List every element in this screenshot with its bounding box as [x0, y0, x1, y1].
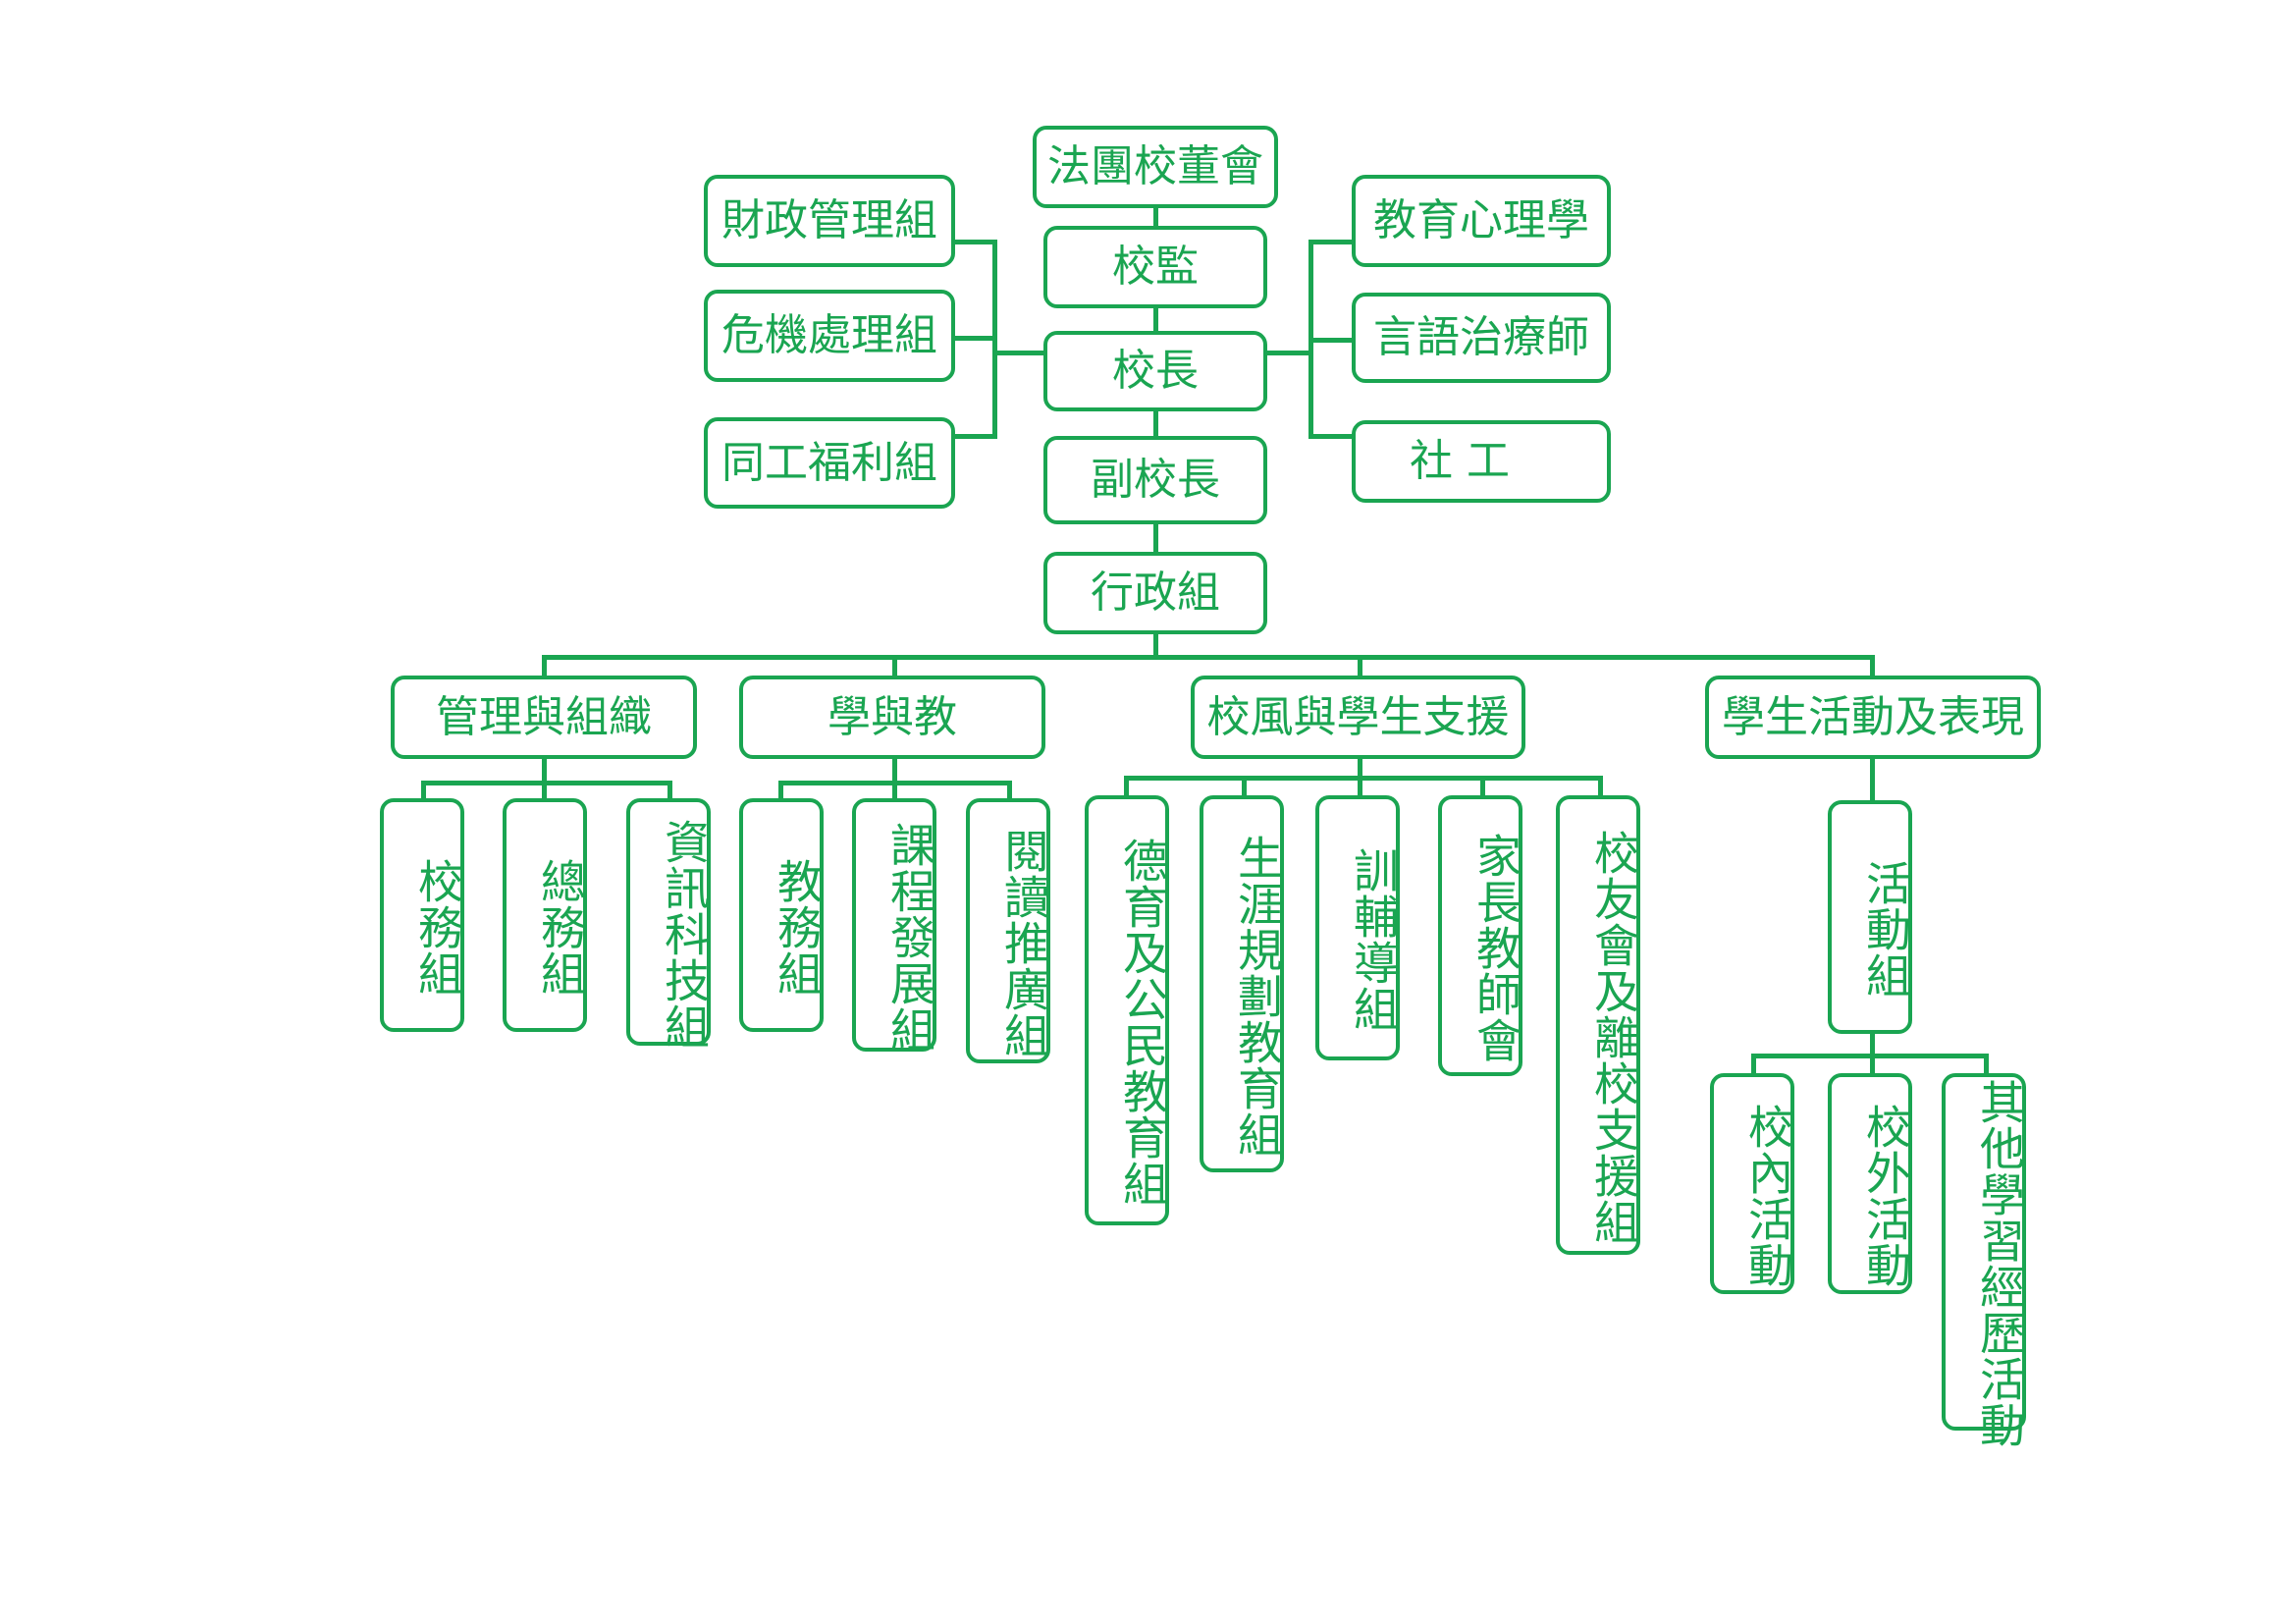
line — [1124, 776, 1129, 798]
activity-sub-box: 校內活動 — [1710, 1073, 1794, 1294]
unit-box: 校友會及離校支援組 — [1556, 795, 1640, 1255]
line — [952, 336, 994, 341]
division-box: 校風與學生支援 — [1191, 676, 1525, 759]
line — [421, 781, 672, 785]
line — [1153, 410, 1158, 438]
right-group-box: 社 工 — [1352, 420, 1611, 503]
line — [1265, 351, 1311, 355]
admin-group-box: 行政組 — [1043, 552, 1267, 634]
activity-group-box: 活動組 — [1828, 800, 1912, 1034]
line — [778, 781, 783, 798]
division-box: 管理與組織 — [391, 676, 697, 759]
vice-principal-box: 副校長 — [1043, 436, 1267, 524]
line — [892, 655, 897, 679]
unit-box: 總務組 — [503, 798, 587, 1032]
supervisor-box: 校監 — [1043, 226, 1267, 308]
activity-sub-box: 其他學習經歷活動 — [1942, 1073, 2026, 1448]
line — [1308, 434, 1355, 439]
right-group-box: 言語治療師 — [1352, 293, 1611, 383]
line — [1308, 240, 1355, 244]
line — [1870, 1031, 1875, 1056]
line — [667, 781, 672, 798]
right-group-box: 教育心理學 — [1352, 175, 1611, 267]
unit-box: 家長教師會 — [1438, 795, 1522, 1076]
left-group-box: 財政管理組 — [704, 175, 955, 267]
unit-box: 資訊科技組 — [626, 798, 711, 1050]
line — [1598, 776, 1603, 798]
line — [1358, 655, 1362, 679]
line — [952, 240, 994, 244]
line — [1358, 776, 1362, 798]
line — [892, 758, 897, 783]
activity-sub-box: 校外活動 — [1828, 1073, 1912, 1294]
line — [952, 434, 994, 439]
line — [1870, 758, 1875, 802]
principal-box: 校長 — [1043, 331, 1267, 411]
line — [1870, 1054, 1875, 1075]
unit-box: 訓輔導組 — [1315, 795, 1400, 1060]
line — [542, 655, 547, 679]
line — [1358, 758, 1362, 778]
line — [992, 240, 997, 439]
left-group-box: 同工福利組 — [704, 417, 955, 509]
unit-box: 課程發展組 — [852, 798, 936, 1053]
line — [1480, 776, 1485, 798]
left-group-box: 危機處理組 — [704, 290, 955, 382]
line — [1124, 776, 1602, 781]
division-box: 學與教 — [739, 676, 1045, 759]
line — [542, 655, 1875, 660]
line — [1153, 204, 1158, 226]
division-box: 學生活動及表現 — [1705, 676, 2041, 759]
unit-box: 生涯規劃教育組 — [1200, 795, 1284, 1172]
line — [1242, 776, 1247, 798]
line — [1751, 1054, 1756, 1075]
line — [542, 758, 547, 783]
line — [1308, 240, 1313, 439]
unit-box: 德育及公民教育組 — [1085, 795, 1169, 1225]
unit-box: 校務組 — [380, 798, 464, 1032]
line — [1984, 1054, 1989, 1075]
line — [1153, 633, 1158, 655]
line — [1153, 522, 1158, 552]
school-board-box: 法團校董會 — [1033, 126, 1278, 208]
line — [1007, 781, 1012, 798]
line — [542, 781, 547, 798]
line — [992, 351, 1047, 355]
line — [892, 781, 897, 798]
line — [1870, 655, 1875, 679]
unit-box: 閱讀推廣組 — [966, 798, 1050, 1063]
line — [421, 781, 426, 798]
line — [1153, 307, 1158, 332]
line — [1308, 338, 1355, 343]
unit-box: 教務組 — [739, 798, 824, 1032]
